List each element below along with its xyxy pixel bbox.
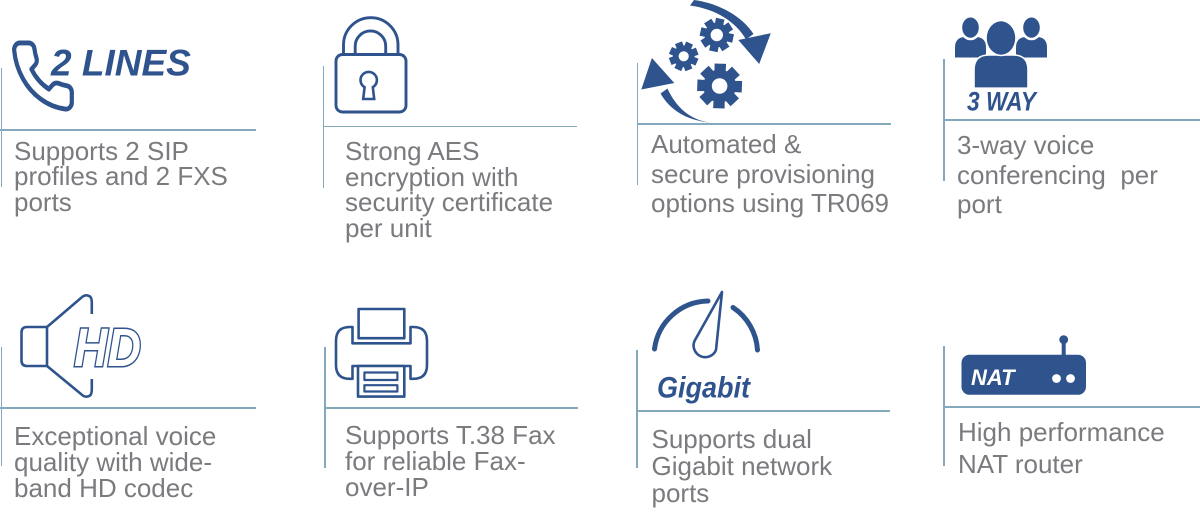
svg-text:HD: HD	[74, 318, 141, 378]
svg-text:HD: HD	[74, 318, 141, 378]
svg-text:3 WAY: 3 WAY	[967, 87, 1039, 117]
svg-text:Gigabit: Gigabit	[657, 372, 752, 405]
svg-text:NAT: NAT	[971, 365, 1016, 390]
svg-text:2 LINES: 2 LINES	[50, 43, 191, 84]
